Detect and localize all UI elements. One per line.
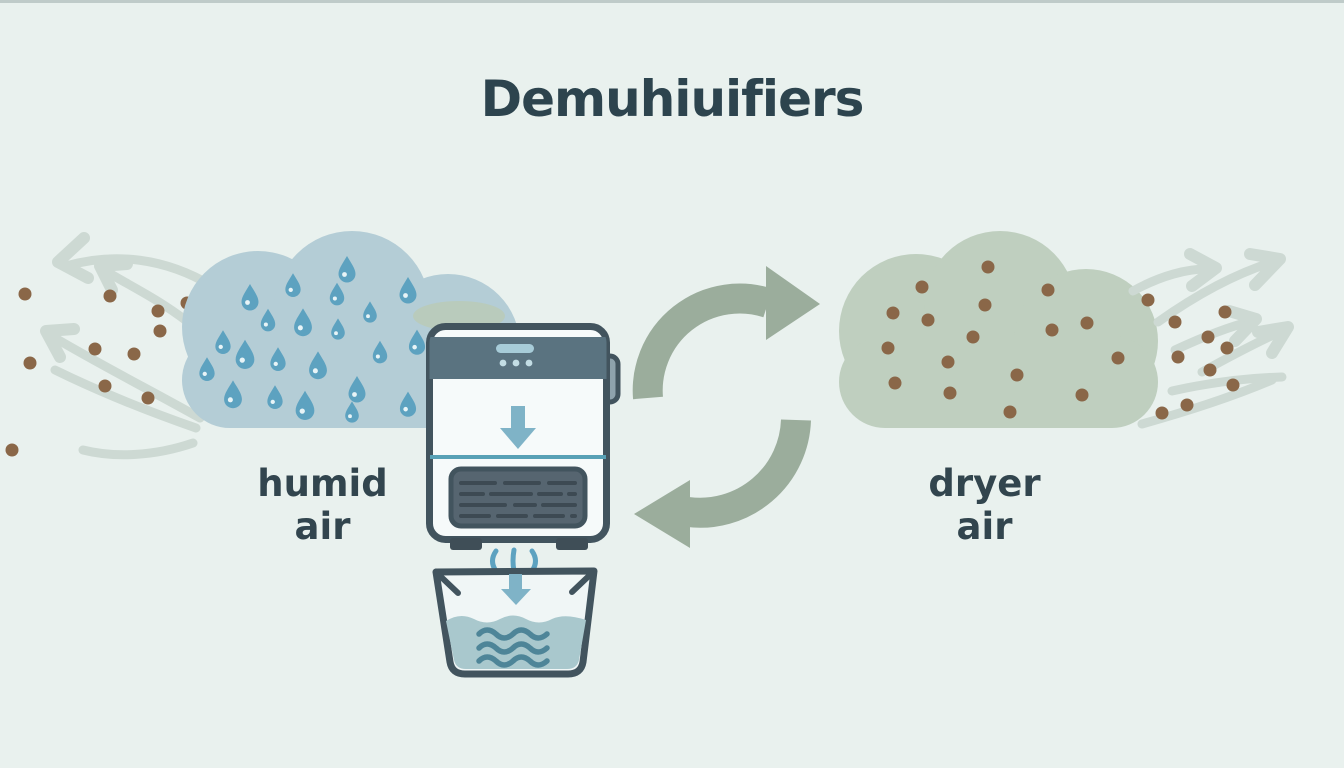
- page-title: Demuhiuifiers: [480, 70, 865, 128]
- dust-dot: [1226, 378, 1240, 392]
- dry-cloud-icon: [839, 231, 1158, 428]
- vent-grille-icon: [448, 466, 588, 529]
- unit-foot: [450, 538, 482, 550]
- dust-dot: [1220, 341, 1234, 355]
- humid-air-line2: air: [294, 505, 351, 548]
- dust-dot: [881, 341, 895, 355]
- dust-dot: [103, 289, 117, 303]
- dust-dot: [151, 304, 165, 318]
- dust-dot: [888, 376, 902, 390]
- wave-lines-icon: [476, 627, 550, 668]
- dust-dot: [1080, 316, 1094, 330]
- dust-dot: [1010, 368, 1024, 382]
- top-border: [0, 0, 1344, 3]
- intake-arrow-icon: [500, 406, 536, 449]
- dust-dot: [1168, 315, 1182, 329]
- dust-dot: [141, 391, 155, 405]
- dust-dot: [18, 287, 32, 301]
- dryer-air-line1: dryer: [928, 462, 1041, 505]
- dust-dot: [921, 313, 935, 327]
- dust-dot: [1111, 351, 1125, 365]
- dust-dot: [886, 306, 900, 320]
- cycle-arrows-icon: [632, 266, 820, 548]
- dust-dot: [966, 330, 980, 344]
- dust-dot: [1203, 363, 1217, 377]
- dehumidifier-icon: [426, 323, 621, 550]
- dust-dot: [1075, 388, 1089, 402]
- wind-arrows-right-icon: [1128, 248, 1294, 429]
- dust-dot: [1180, 398, 1194, 412]
- dust-dot: [98, 379, 112, 393]
- dryer-air-line2: air: [956, 505, 1013, 548]
- dust-dot: [1141, 293, 1155, 307]
- dust-dot: [127, 347, 141, 361]
- water-tank-icon: [432, 567, 598, 678]
- dust-dot: [1201, 330, 1215, 344]
- dust-dot: [981, 260, 995, 274]
- dust-dot: [88, 342, 102, 356]
- dust-dot: [941, 355, 955, 369]
- dust-dot: [978, 298, 992, 312]
- dust-dot: [1003, 405, 1017, 419]
- dryer-air-label: dryer air: [892, 462, 1077, 548]
- humid-air-line1: humid: [257, 462, 388, 505]
- dust-dot: [1045, 323, 1059, 337]
- dust-dot: [943, 386, 957, 400]
- dust-dot: [5, 443, 19, 457]
- unit-foot: [556, 538, 588, 550]
- wind-arrows-left-icon: [5, 232, 217, 460]
- control-panel-icon: [496, 344, 534, 367]
- dust-dot: [1155, 406, 1169, 420]
- dust-dot: [1218, 305, 1232, 319]
- dust-dot: [915, 280, 929, 294]
- drip-lines-icon: [490, 547, 538, 574]
- collect-arrow-icon: [501, 574, 531, 605]
- dust-dot: [1171, 350, 1185, 364]
- dust-dot: [1041, 283, 1055, 297]
- dust-dot: [23, 356, 37, 370]
- dust-dot: [153, 324, 167, 338]
- humid-air-label: humid air: [230, 462, 415, 548]
- dry-particles-group: [881, 260, 1125, 419]
